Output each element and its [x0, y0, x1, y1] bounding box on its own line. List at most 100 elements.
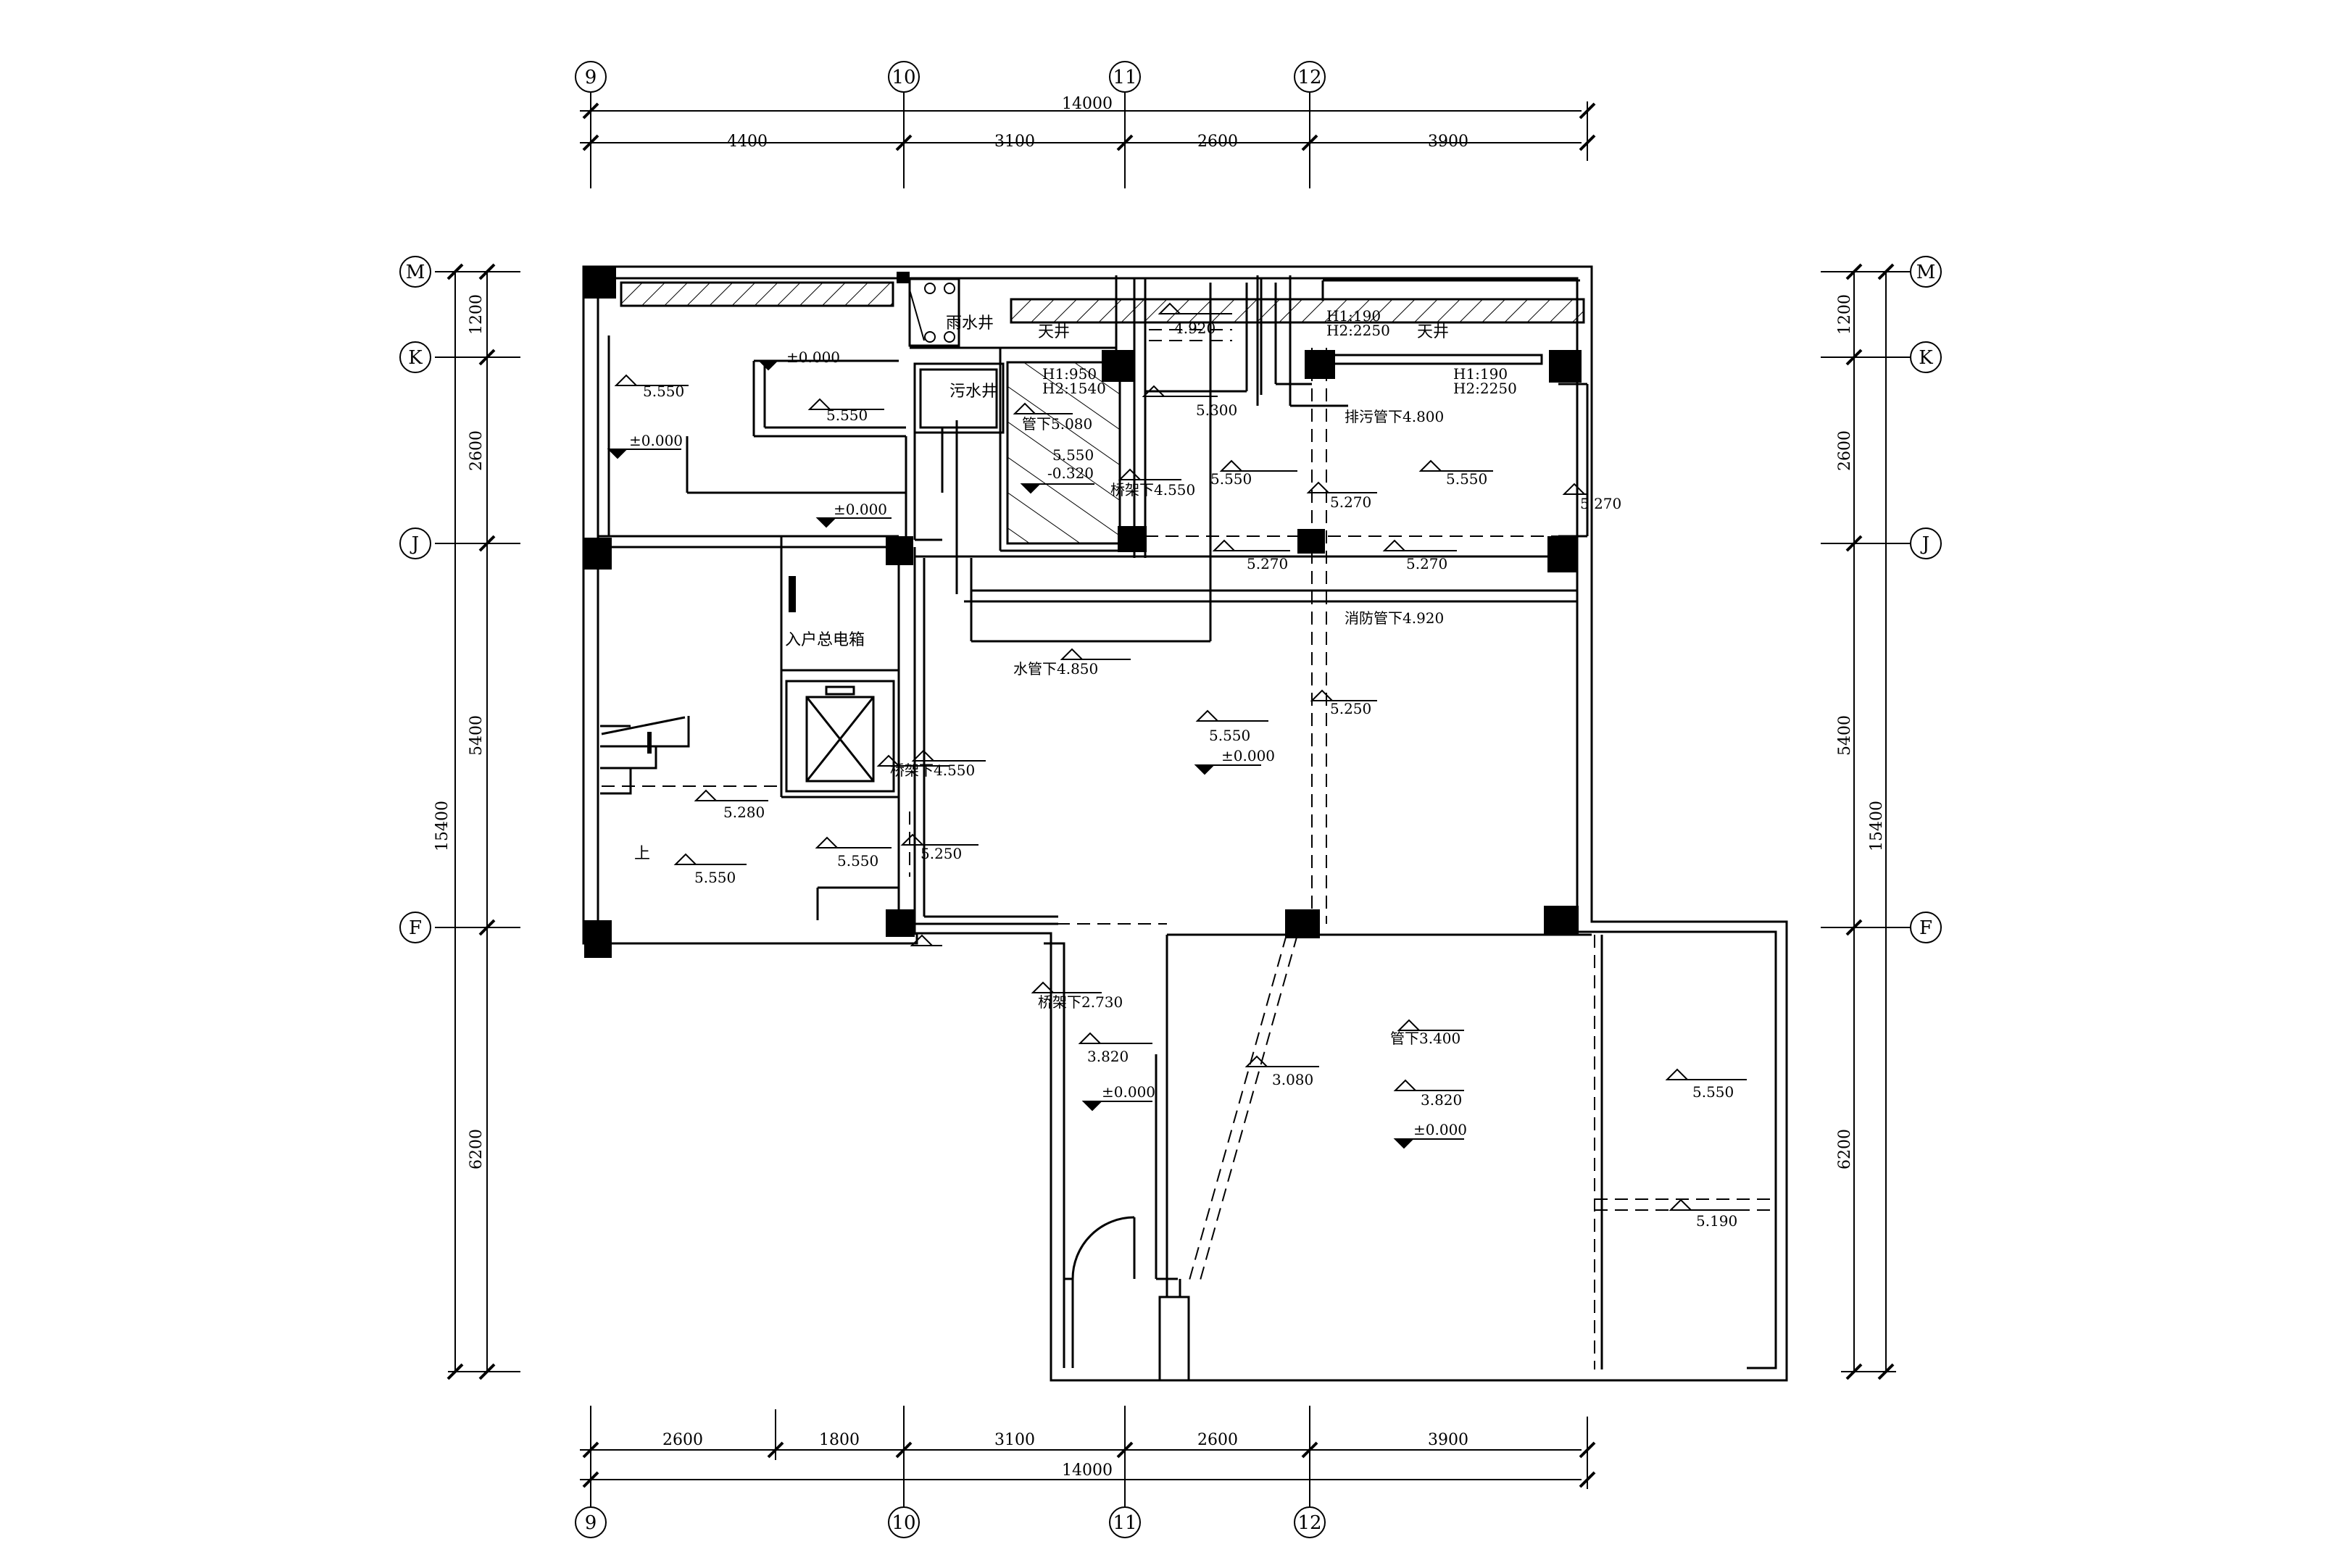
dimension-lines: [435, 91, 1913, 1511]
level-value: 3.820: [1421, 1091, 1462, 1109]
walls: [582, 265, 1788, 1382]
level-value: ±0.000: [1413, 1121, 1467, 1138]
annotation: H1:950: [1042, 365, 1097, 383]
dim-left-total: 15400: [433, 801, 452, 851]
annotation: H1:190: [1453, 365, 1508, 383]
level-value: 5.550: [837, 852, 878, 870]
axis-bubble-top-9: 9: [575, 61, 607, 93]
structural-columns: [584, 267, 1582, 958]
dim-top-seg: 3100: [994, 133, 1035, 151]
dim-left-seg: 5400: [468, 715, 486, 756]
column: [1549, 350, 1582, 383]
pipe-annotations: H1:950 H2:1540 H1:190 H2:2250 H1:190 H2:…: [890, 307, 1517, 1047]
axis-bubble-right-J: J: [1910, 527, 1942, 559]
dim-right-seg: 5400: [1836, 715, 1854, 756]
annotation: H2:2250: [1326, 322, 1390, 339]
dim-bottom-seg: 1800: [819, 1431, 860, 1449]
annotation: H1:190: [1326, 307, 1381, 325]
annotation: 桥架下2.730: [1038, 993, 1123, 1011]
level-value: 5.550: [826, 406, 868, 424]
annotation: 管下5.080: [1022, 415, 1092, 433]
level-value: 5.550: [643, 383, 684, 400]
level-value: -0.320: [1047, 464, 1094, 482]
dim-top-seg: 2600: [1197, 133, 1238, 151]
svg-text:M: M: [1916, 262, 1936, 283]
level-value: 5.550: [1210, 470, 1252, 488]
column: [584, 920, 612, 958]
dimension-texts: 14000 4400 3100 2600 3900 2600 1800 3100…: [433, 95, 1886, 1480]
annotation: H2:1540: [1042, 380, 1106, 397]
column: [1297, 529, 1325, 554]
annotation: 桥架下4.550: [890, 762, 975, 779]
column: [1285, 909, 1320, 938]
axis-bubble-bottom-11: 11: [1109, 1506, 1141, 1538]
level-value: 4.920: [1174, 320, 1216, 337]
dim-right-total: 15400: [1868, 801, 1886, 851]
sewage-well-label: 污水井: [949, 383, 997, 401]
svg-text:10: 10: [892, 67, 915, 88]
axis-bubble-right-M: M: [1910, 256, 1942, 288]
level-markers: [614, 302, 1747, 1211]
level-value: 5.190: [1696, 1212, 1737, 1230]
dim-top-seg: 3900: [1428, 133, 1468, 151]
column: [1102, 350, 1134, 382]
level-value: 5.270: [1580, 495, 1621, 512]
axis-bubble-right-K: K: [1910, 341, 1942, 373]
level-value: 5.270: [1330, 493, 1371, 511]
annotation: 消防管下4.920: [1345, 609, 1444, 627]
annotation: 管下3.400: [1390, 1030, 1460, 1047]
axis-bubble-left-M: M: [399, 256, 431, 288]
level-value: ±0.000: [629, 432, 683, 449]
level-value: 5.550: [1692, 1083, 1734, 1101]
axis-bubble-bottom-12: 12: [1294, 1506, 1326, 1538]
column: [584, 267, 616, 299]
rain-well-label: 雨水井: [946, 314, 994, 333]
dim-left-seg: 1200: [468, 294, 486, 335]
svg-text:10: 10: [892, 1512, 915, 1534]
column: [584, 538, 612, 570]
column: [1305, 350, 1335, 379]
dim-right-seg: 1200: [1836, 294, 1854, 335]
svg-text:F: F: [1919, 917, 1932, 939]
level-value: 5.550: [694, 869, 736, 886]
axis-bubble-top-10: 10: [888, 61, 920, 93]
svg-text:M: M: [406, 262, 425, 283]
dim-bottom-seg: 2600: [662, 1431, 703, 1449]
axis-bubble-bottom-10: 10: [888, 1506, 920, 1538]
stair-up-label: 上: [634, 845, 650, 863]
room-labels: 雨水井 天井 天井 污水井 入户总电箱 上: [634, 314, 1449, 863]
axis-bubble-right-F: F: [1910, 912, 1942, 943]
column: [1118, 526, 1147, 552]
level-value: 3.820: [1087, 1048, 1129, 1065]
level-values: 5.550 ±0.000 5.550 ±0.000 ±0.000 4.920 5…: [629, 320, 1737, 1230]
svg-text:11: 11: [1113, 67, 1136, 88]
dim-right-seg: 6200: [1836, 1129, 1854, 1169]
axis-bubble-top-11: 11: [1109, 61, 1141, 93]
dim-top-seg: 4400: [727, 133, 768, 151]
axis-bubble-top-12: 12: [1294, 61, 1326, 93]
level-value: 5.550: [1446, 470, 1487, 488]
svg-text:K: K: [1919, 347, 1933, 369]
level-value: 3.080: [1272, 1071, 1313, 1088]
level-value: ±0.000: [834, 501, 887, 518]
axis-bubble-bottom-9: 9: [575, 1506, 607, 1538]
annotation: 水管下4.850: [1013, 660, 1098, 677]
annotation: 桥架下4.550: [1110, 481, 1195, 499]
level-value: ±0.000: [1102, 1083, 1155, 1101]
column: [1547, 536, 1578, 572]
svg-text:11: 11: [1113, 1512, 1136, 1534]
axis-bubble-left-J: J: [399, 527, 431, 559]
level-value: 5.550: [1052, 446, 1094, 464]
skylight-label: 天井: [1038, 323, 1070, 341]
column: [886, 536, 913, 565]
zero-level-markers: [607, 360, 1464, 1149]
skylight-label: 天井: [1417, 323, 1449, 341]
dim-bottom-total: 14000: [1062, 1461, 1113, 1480]
dim-bottom-seg: 2600: [1197, 1431, 1238, 1449]
sanitary-fixtures: [909, 283, 955, 343]
svg-text:J: J: [410, 533, 419, 555]
svg-text:9: 9: [585, 67, 597, 88]
dashed-lines: [602, 329, 1776, 1369]
column: [886, 909, 915, 937]
